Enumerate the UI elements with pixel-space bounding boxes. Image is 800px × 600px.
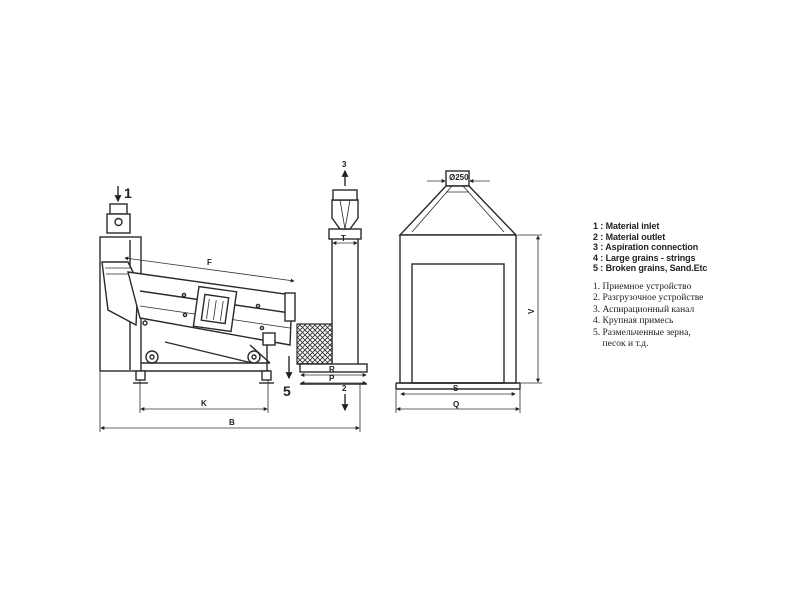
aspiration-cyclone [331, 199, 359, 230]
dimension-f-label: F [207, 258, 212, 267]
dimension-k-label: K [201, 399, 207, 408]
legend-en-item: 5 : Broken grains, Sand.Etc [593, 263, 708, 273]
legend-ru-item: 5. Размельченные зерна, [593, 327, 691, 338]
inlet-housing [106, 213, 131, 234]
legend: 1 : Material inlet 2 : Material outlet 3… [593, 221, 793, 351]
left-foot [135, 370, 146, 381]
outlet-gate [284, 292, 296, 322]
coarse-callout: 5 [283, 383, 291, 399]
legend-en-item: 1 : Material inlet [593, 221, 660, 231]
legend-russian: 1. Приемное устройство 2. Разгрузочное у… [593, 282, 793, 351]
dimension-v-label: V [527, 308, 536, 314]
dimension-f-line [124, 256, 295, 283]
support-wheel-left [145, 350, 159, 364]
machine-body-front [399, 234, 517, 384]
legend-english: 1 : Material inlet 2 : Material outlet 3… [593, 221, 793, 274]
aspiration-head [332, 189, 358, 201]
front-view: Ø250 V S Q [395, 170, 542, 413]
legend-ru-item: 3. Аспирационный канал [593, 304, 695, 315]
aspiration-callout: 3 [342, 160, 347, 169]
legend-ru-item: 1. Приемное устройство [593, 281, 692, 292]
side-view: 1 [99, 160, 368, 432]
legend-ru-item: 4. Крупная примесь [593, 316, 674, 326]
dimension-b-label: B [229, 418, 235, 427]
legend-en-item: 4 : Large grains - strings [593, 252, 696, 263]
dimension-r-label: R [329, 365, 335, 374]
inlet-callout: 1 [124, 185, 132, 201]
inlet-cap [109, 203, 128, 215]
legend-ru-item: песок и т.д. [593, 339, 649, 349]
right-foot [261, 370, 272, 381]
column-base [299, 363, 368, 373]
dimension-s-label: S [453, 384, 459, 393]
aspiration-column [331, 235, 359, 372]
dimension-q-label: Q [453, 400, 459, 409]
support-column [262, 332, 276, 346]
mesh-screen [296, 323, 333, 365]
dimension-t-label: T [341, 234, 346, 243]
legend-en-item: 3 : Aspiration connection [593, 242, 699, 252]
hopper-hood [398, 185, 518, 236]
diameter-label: Ø250 [449, 173, 469, 182]
dimension-p-label: P [329, 374, 335, 383]
outlet-callout: 2 [342, 384, 347, 393]
legend-ru-item: 2. Разгрузочное устройстве [593, 293, 704, 303]
legend-en-item: 2 : Material outlet [593, 231, 666, 242]
support-wheel-right [247, 350, 261, 364]
